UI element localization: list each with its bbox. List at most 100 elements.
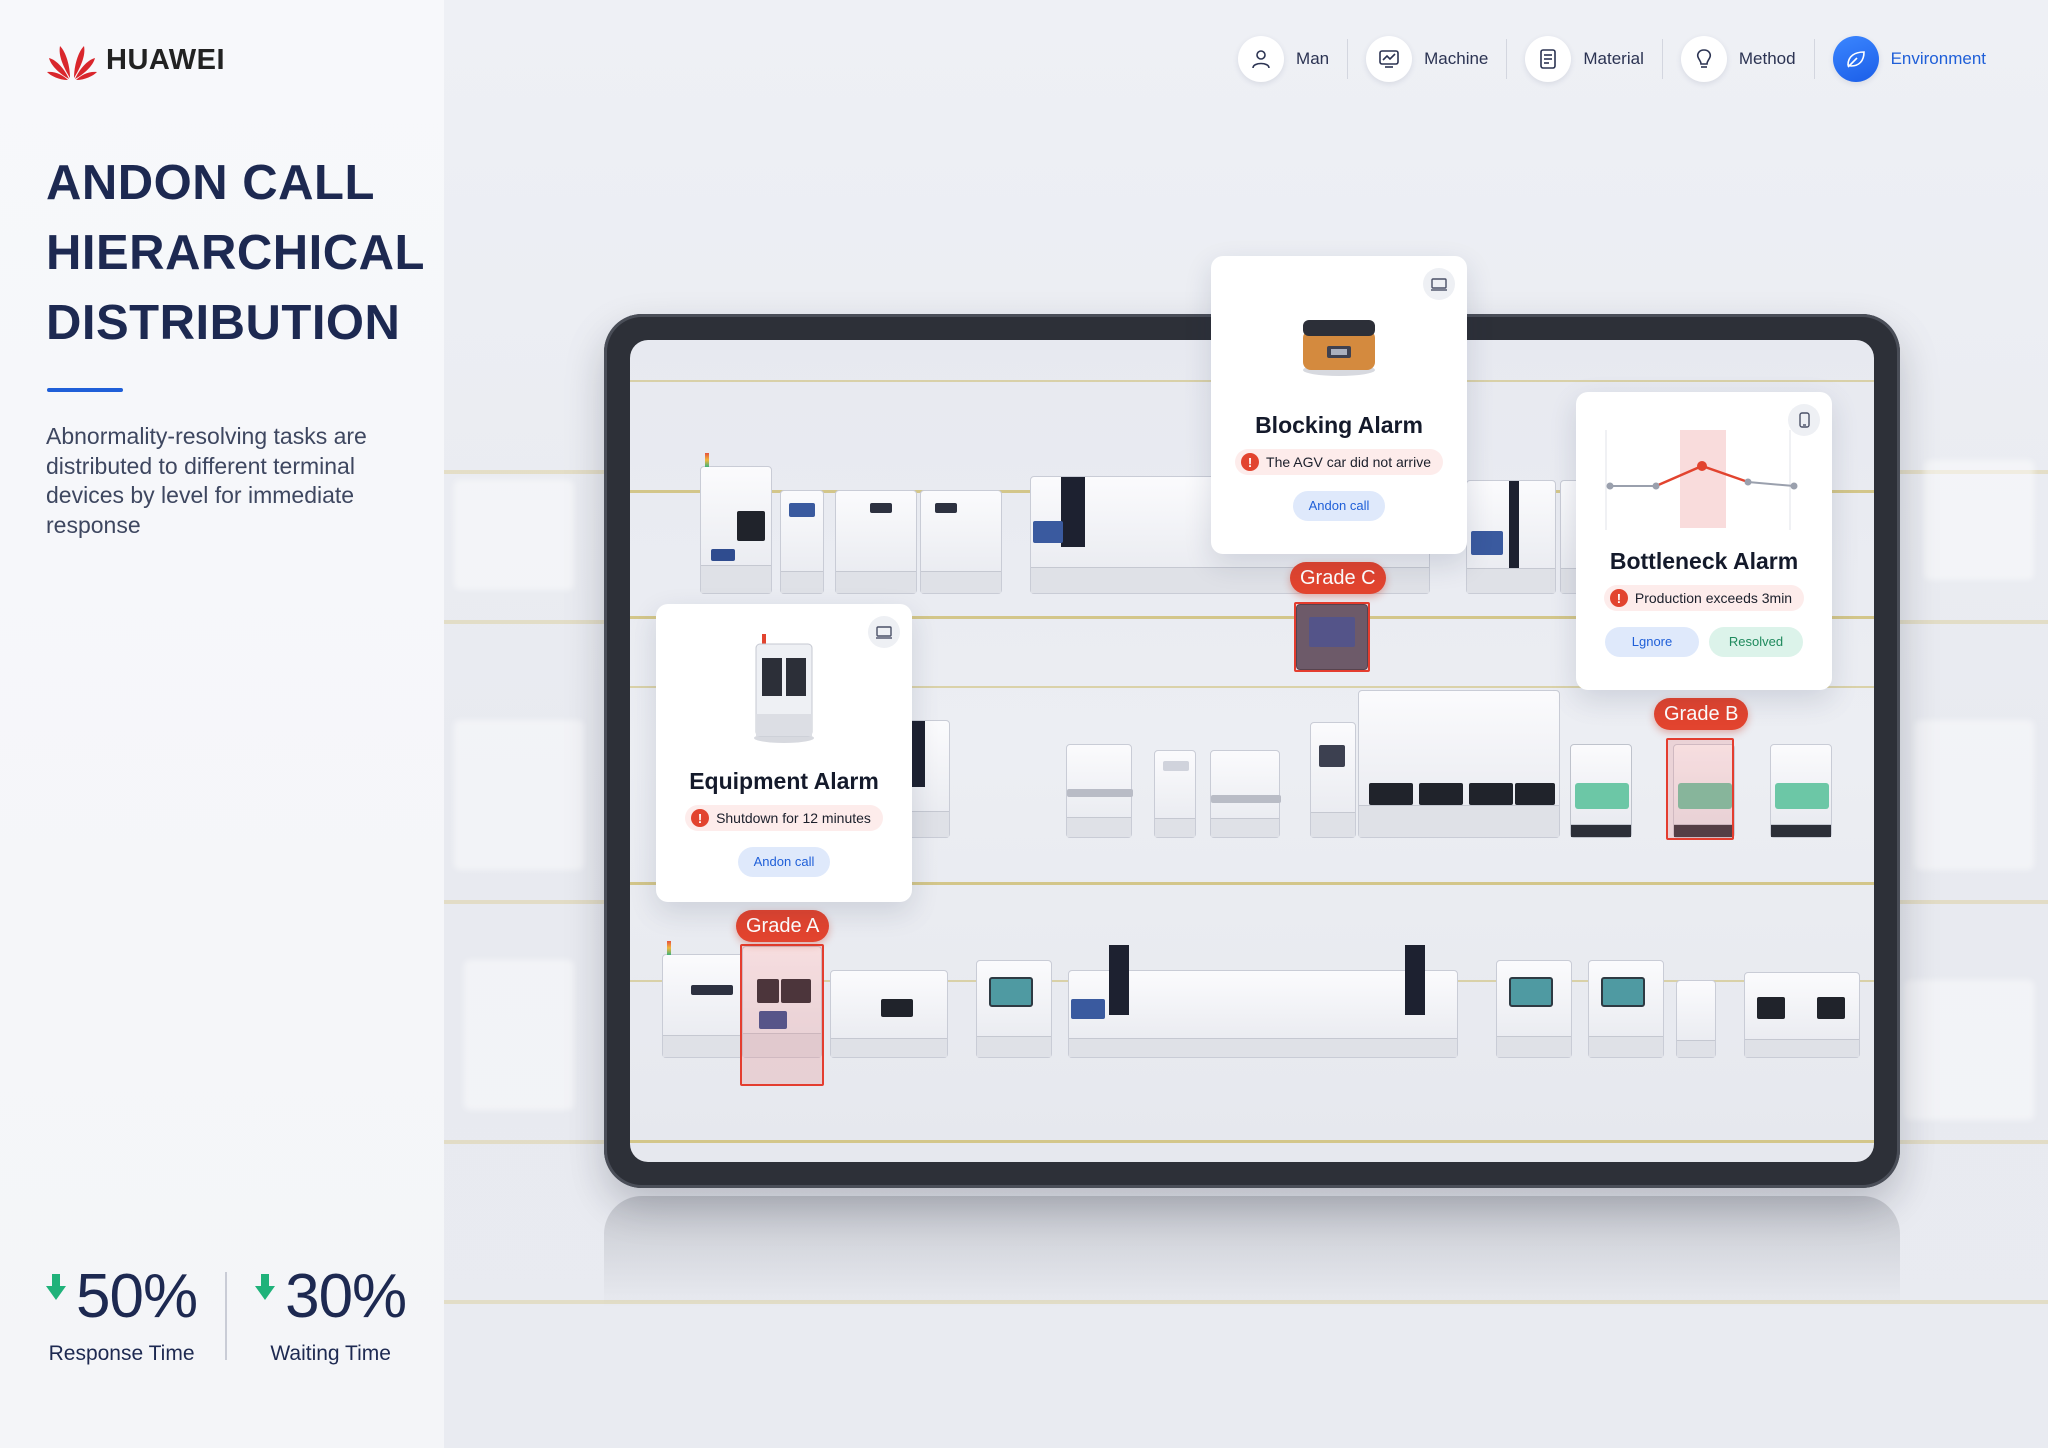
nav-item-machine[interactable]: Machine [1348,36,1506,82]
bg-rail [444,1300,2048,1304]
blocking-alarm-card[interactable]: Blocking Alarm ! The AGV car did not arr… [1211,256,1467,554]
production-machine [1744,972,1860,1058]
equipment-machine-icon [754,634,814,743]
production-machine [742,946,822,1058]
alert-icon: ! [691,809,710,827]
nav-divider [1813,39,1815,79]
ignore-button[interactable]: Lgnore [1605,627,1699,657]
resolved-button[interactable]: Resolved [1709,627,1803,657]
andon-call-button[interactable]: Andon call [737,847,831,877]
leaf-icon [1832,36,1879,82]
equipment-alarm-card[interactable]: Equipment Alarm ! Shutdown for 12 minute… [656,604,912,902]
andon-call-button[interactable]: Andon call [1292,491,1386,521]
stats-row: 50% Response Time 30% Waiting Time [46,1262,407,1366]
conveyor-rail [630,686,1874,688]
production-machine [835,490,917,594]
production-machine [1466,480,1556,594]
document-icon [1525,36,1572,82]
conveyor-rail [630,882,1874,885]
huawei-logo: HUAWEI [46,38,225,82]
alert-message: ! Production exceeds 3min [1603,585,1805,611]
stat-response-time: 50% Response Time [46,1262,198,1366]
person-icon [1238,36,1285,82]
inspection-station [1673,744,1735,838]
nav-divider [1506,39,1508,79]
production-machine [830,970,948,1058]
grade-c-highlight [1294,602,1370,672]
inspection-station [976,960,1052,1058]
inspection-station [1770,744,1832,838]
stat-value: 30% [285,1262,407,1331]
nav-item-man[interactable]: Man [1220,36,1347,82]
grade-c-badge: Grade C [1290,562,1386,594]
alert-text: Shutdown for 12 minutes [716,810,871,826]
nav-label: Method [1738,49,1796,68]
alert-icon: ! [1241,453,1260,471]
inspection-station [1496,960,1572,1058]
left-panel: HUAWEI ANDON CALL HIERARCHICAL DISTRIBUT… [0,0,444,1448]
card-title: Equipment Alarm [689,768,879,794]
production-machine [1310,722,1356,838]
inspection-station [1588,960,1664,1058]
nav-item-method[interactable]: Method [1663,36,1814,82]
page-description: Abnormality-resolving tasks are distribu… [46,423,367,538]
nav-label: Environment [1890,49,1986,68]
production-machine [1154,750,1196,838]
grade-a-highlight [740,944,824,1086]
brand-name: HUAWEI [106,43,225,76]
nav-item-environment[interactable]: Environment [1815,36,2004,82]
card-title: Bottleneck Alarm [1609,548,1799,574]
bg-machine [454,480,574,590]
reflow-oven [1068,945,1458,1058]
agv-robot-icon [1303,320,1375,376]
production-machine [1210,750,1281,838]
conveyor-rail [630,616,1874,619]
grade-a-badge: Grade A [736,910,830,942]
bottleneck-alarm-card[interactable]: Bottleneck Alarm ! Production exceeds 3m… [1576,392,1832,690]
down-arrow-icon [255,1274,276,1300]
alert-message: ! The AGV car did not arrive [1235,449,1443,475]
card-title: Blocking Alarm [1255,412,1423,438]
nav-label: Machine [1424,49,1489,68]
alert-message: ! Shutdown for 12 minutes [685,805,883,831]
title-line-2: HIERARCHICAL [46,226,425,280]
title-line-3: DISTRIBUTION [46,296,401,350]
production-machine [700,453,772,594]
stat-waiting-time: 30% Waiting Time [255,1262,407,1366]
grade-b-highlight [1666,738,1734,840]
alert-text: Production exceeds 3min [1634,590,1793,606]
conveyor-rail [630,1140,1874,1143]
production-machine [1358,690,1560,838]
huawei-petals-icon [47,46,97,80]
bg-machine [1914,720,2034,870]
phone-icon [1788,404,1820,436]
laptop-icon [1423,268,1455,300]
production-machine [662,941,744,1058]
nav-divider [1347,39,1349,79]
nav-label: Material [1583,49,1644,68]
category-nav: Man Machine Material Method Environment [1220,36,2004,82]
agv-cart [1296,604,1368,670]
bg-machine [464,960,574,1110]
production-machine [1066,744,1133,838]
bottleneck-line-chart [1605,430,1798,530]
nav-divider [1661,39,1663,79]
stat-label: Response Time [48,1342,195,1365]
monitor-chart-icon [1366,36,1413,82]
bg-machine [1924,460,2034,580]
page-title: ANDON CALL HIERARCHICAL DISTRIBUTION [46,148,436,358]
production-machine [1676,980,1716,1058]
alert-icon: ! [1609,589,1628,607]
laptop-icon [868,616,900,648]
production-machine [780,490,824,594]
title-accent-divider [47,388,123,392]
stat-divider [225,1272,228,1360]
grade-b-badge: Grade B [1654,698,1749,730]
tablet-reflection [604,1196,1900,1326]
inspection-station [1570,744,1632,838]
production-machine [920,490,1002,594]
nav-item-material[interactable]: Material [1507,36,1661,82]
down-arrow-icon [46,1274,66,1300]
alert-text: The AGV car did not arrive [1266,454,1431,470]
stat-label: Waiting Time [270,1342,391,1365]
